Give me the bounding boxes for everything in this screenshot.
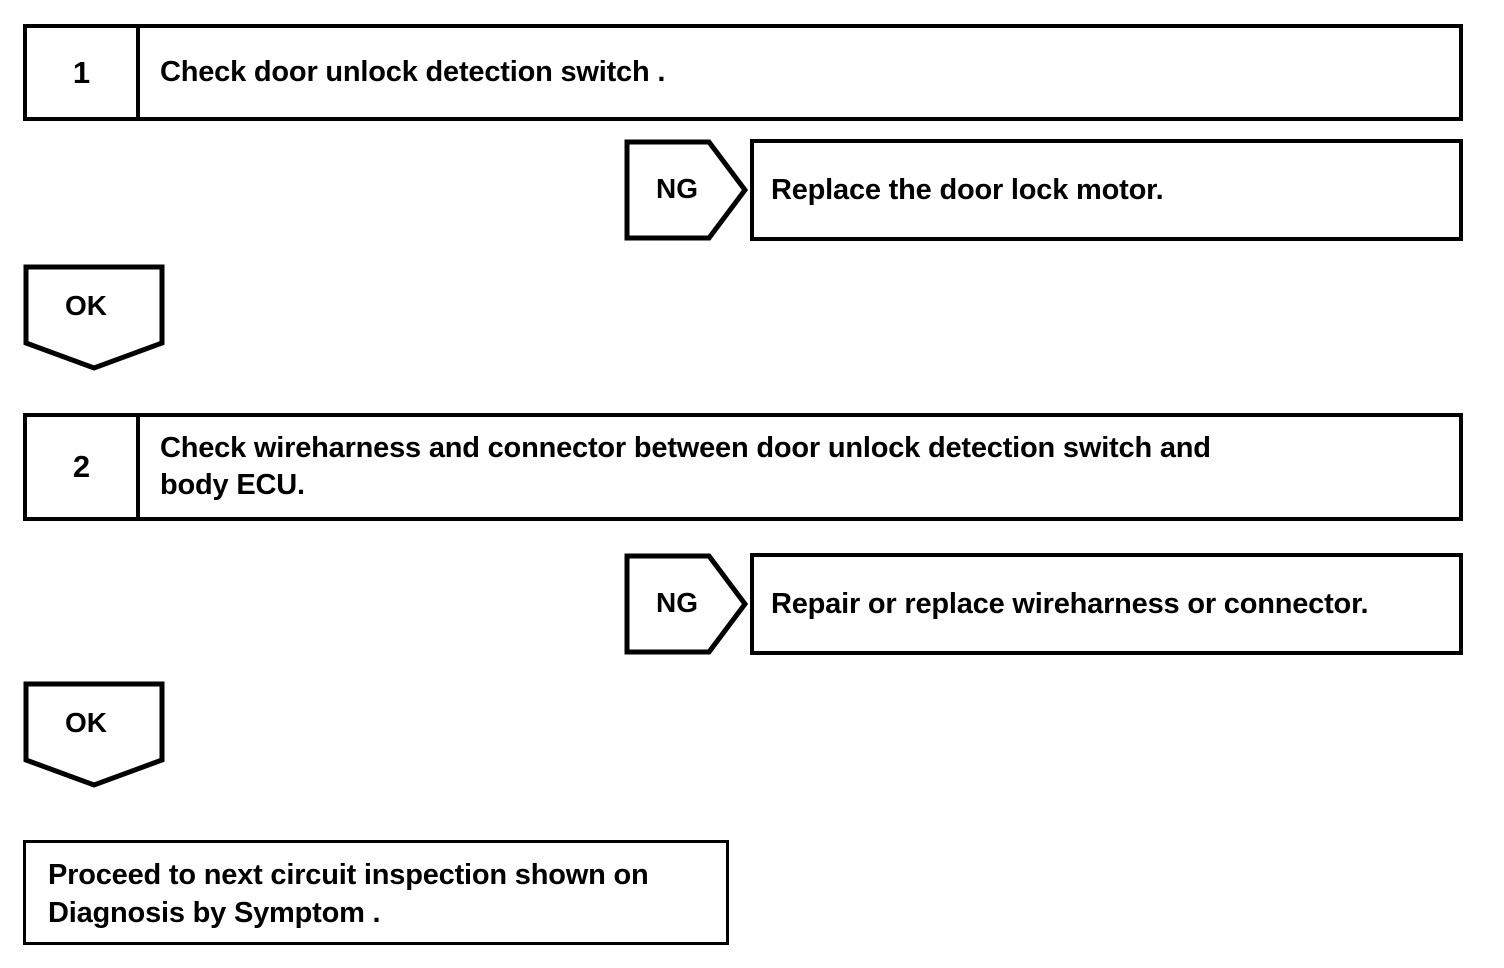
ok-arrow-shape-icon <box>23 264 165 371</box>
ok-connector-1: OK <box>23 264 166 371</box>
ok-arrow-shape-icon <box>23 681 165 788</box>
ok-connector-2: OK <box>23 681 166 788</box>
ng-arrow-shape-icon <box>624 139 748 241</box>
terminal-box[interactable]: Proceed to next circuit inspection shown… <box>23 840 729 945</box>
ng-action-box-1[interactable]: Replace the door lock motor. <box>750 139 1463 241</box>
step-number-2: 2 <box>27 417 140 517</box>
step-text-2: Check wireharness and connector between … <box>160 431 1211 501</box>
ng-arrow-shape-icon <box>624 553 748 655</box>
step-number-1: 1 <box>27 28 140 117</box>
step-box-2[interactable]: 2 Check wireharness and connector betwee… <box>23 413 1463 521</box>
ng-connector-2: NG <box>624 553 748 655</box>
step-box-1[interactable]: 1 Check door unlock detection switch . <box>23 24 1463 121</box>
step-text-1: Check door unlock detection switch . <box>160 55 666 88</box>
ng-connector-1: NG <box>624 139 748 241</box>
ng-action-box-2[interactable]: Repair or replace wireharness or connect… <box>750 553 1463 655</box>
